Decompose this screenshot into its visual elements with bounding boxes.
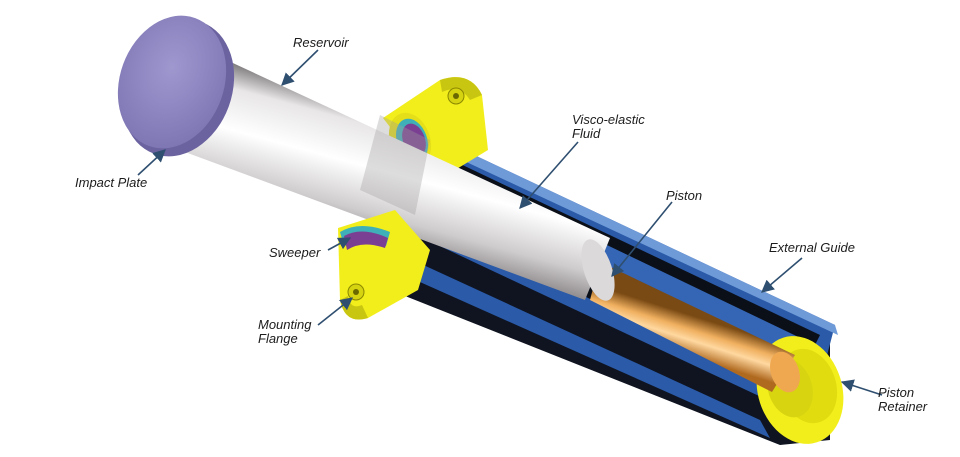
label-visco-line2: Fluid [572, 126, 601, 141]
sweeper-seal [340, 226, 390, 250]
label-visco-elastic-fluid: Visco-elastic Fluid [572, 113, 645, 141]
leader-visco-fluid [519, 141, 579, 209]
label-mounting-line1: Mounting [258, 317, 312, 332]
leader-mounting-flange [317, 297, 354, 326]
mounting-flange-lower [338, 210, 430, 320]
leader-reservoir [281, 49, 319, 86]
label-sweeper: Sweeper [269, 245, 321, 260]
label-piston: Piston [666, 188, 703, 203]
label-retainer-line2: Retainer [878, 399, 928, 414]
leader-external-guide [761, 257, 803, 293]
label-mounting-flange: Mounting Flange [258, 318, 311, 346]
leader-impact-plate [137, 149, 166, 176]
leader-piston [611, 201, 673, 277]
leader-lines [137, 49, 883, 396]
reservoir [185, 58, 615, 301]
label-retainer-line1: Piston [878, 385, 915, 400]
label-impact-plate: Impact Plate [75, 175, 148, 190]
label-piston-retainer: Piston Retainer [878, 386, 927, 414]
impact-plate [117, 15, 235, 157]
piston-rod [590, 262, 800, 393]
label-reservoir: Reservoir [293, 35, 349, 50]
label-visco-line1: Visco-elastic [572, 112, 645, 127]
leader-sweeper [327, 237, 352, 251]
leader-piston-retainer [840, 379, 883, 396]
label-external-guide: External Guide [769, 240, 855, 255]
label-mounting-line2: Flange [258, 331, 298, 346]
